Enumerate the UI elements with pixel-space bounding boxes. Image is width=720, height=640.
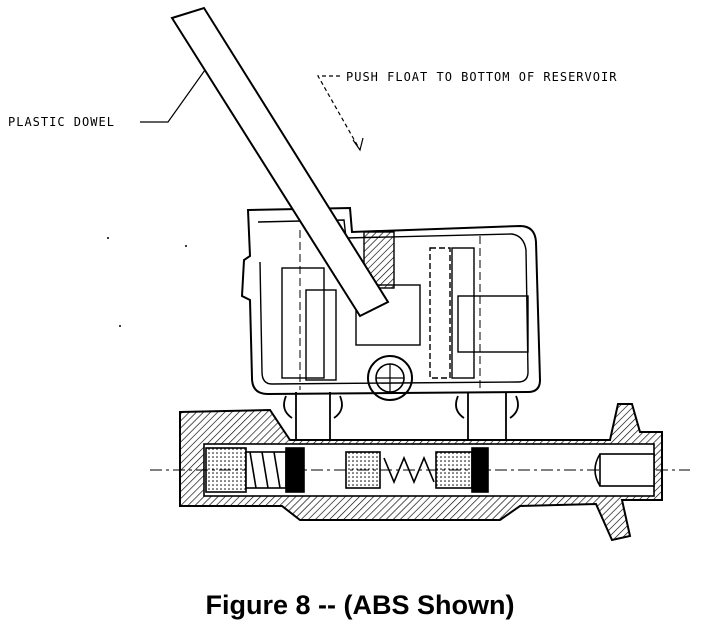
dowel-leader-line bbox=[140, 69, 206, 123]
float-leader-arrow bbox=[316, 75, 364, 152]
scan-specks bbox=[107, 237, 187, 327]
push-float-label: PUSH FLOAT TO BOTTOM OF RESERVOIR bbox=[346, 70, 618, 84]
plastic-dowel bbox=[170, 6, 390, 318]
plastic-dowel-label: PLASTIC DOWEL bbox=[8, 115, 115, 129]
reservoir bbox=[240, 206, 542, 401]
figure-caption: Figure 8 -- (ABS Shown) bbox=[205, 590, 515, 620]
pistons bbox=[205, 447, 655, 493]
reservoir-ports bbox=[283, 392, 519, 440]
